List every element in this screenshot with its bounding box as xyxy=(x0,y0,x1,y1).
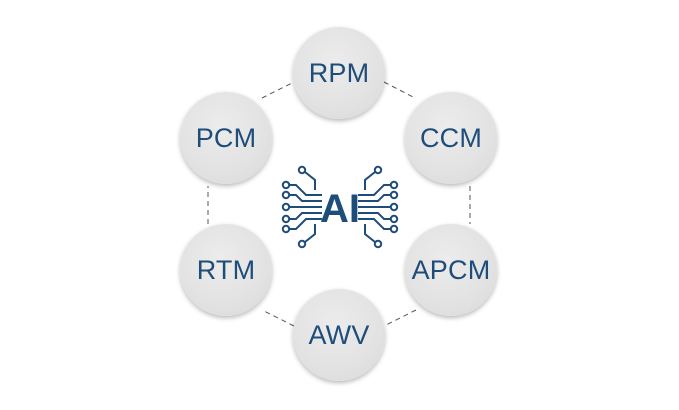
circuit-icon xyxy=(281,165,399,249)
node-label: AWV xyxy=(308,319,370,350)
center-label: AI xyxy=(320,187,360,231)
node-pcm: PCM xyxy=(180,92,272,184)
node-rtm: RTM xyxy=(180,224,272,316)
node-label: RTM xyxy=(196,254,256,285)
node-awv: AWV xyxy=(293,289,385,381)
connector-pcm-rpm xyxy=(261,81,295,99)
node-label: RPM xyxy=(308,57,370,88)
connector-awv-rtm xyxy=(261,309,295,327)
node-label: CCM xyxy=(419,122,483,153)
node-rpm: RPM xyxy=(293,27,385,119)
node-label: APCM xyxy=(411,254,491,285)
node-label: PCM xyxy=(195,122,257,153)
ring-connectors xyxy=(207,81,471,327)
node-apcm: APCM xyxy=(405,224,497,316)
node-ccm: CCM xyxy=(405,92,497,184)
connector-rpm-ccm xyxy=(383,81,416,99)
connector-apcm-awv xyxy=(383,309,417,327)
